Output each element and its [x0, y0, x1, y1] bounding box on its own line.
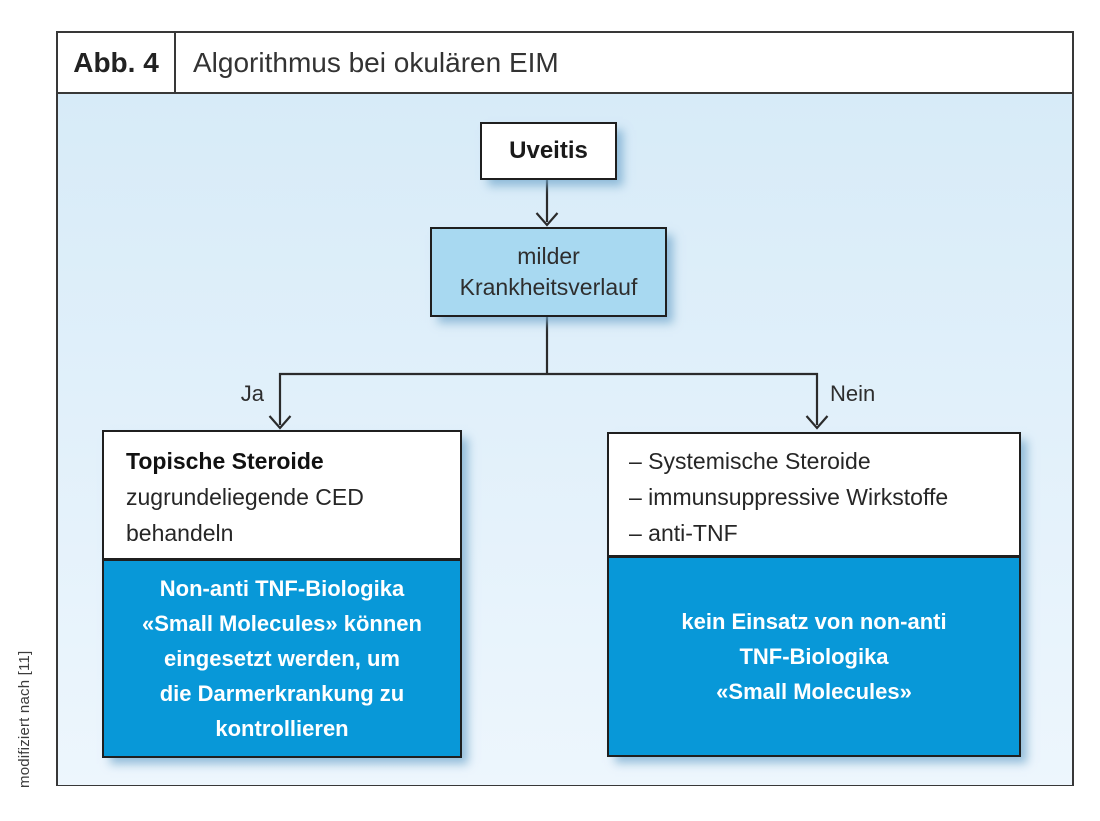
- figure-title-bar: Abb. 4 Algorithmus bei okulären EIM: [58, 33, 1072, 94]
- figure-frame: Abb. 4 Algorithmus bei okulären EIM Uvei…: [56, 31, 1074, 786]
- flowchart-connectors: [268, 180, 829, 430]
- arrowhead-down-icon: [535, 212, 559, 227]
- left-treatment-text: Topische Steroide zugrundeliegende CED b…: [104, 432, 460, 558]
- figure-credit: modifiziert nach [11]: [16, 650, 33, 788]
- highlight-line: kein Einsatz von non-anti: [681, 609, 947, 634]
- figure-label: Abb. 4: [58, 33, 176, 92]
- right-treatment-list: – Systemische Steroide – immunsuppressiv…: [609, 434, 1019, 555]
- node-left-treatment: Topische Steroide zugrundeliegende CED b…: [102, 430, 462, 758]
- node-mild-course: milder Krankheitsverlauf: [430, 227, 667, 317]
- left-treatment-line: behandeln: [126, 520, 234, 546]
- node-right-treatment: – Systemische Steroide – immunsuppressiv…: [607, 432, 1021, 757]
- highlight-line: Non-anti TNF-Biologika: [159, 576, 405, 601]
- right-treatment-highlight: kein Einsatz von non-anti TNF-Biologika …: [609, 555, 1019, 755]
- arrowhead-down-icon: [805, 415, 829, 430]
- highlight-line: «Small Molecules» können: [142, 611, 422, 636]
- branch-label-ja: Ja: [240, 381, 264, 406]
- branch-label-nein: Nein: [830, 381, 876, 406]
- highlight-line: eingesetzt werden, um: [164, 646, 400, 671]
- right-treatment-item: – immunsuppressive Wirkstoffe: [629, 484, 949, 510]
- highlight-line: TNF-Biologika: [739, 644, 889, 669]
- arrowhead-down-icon: [268, 415, 292, 430]
- highlight-line: kontrollieren: [215, 716, 349, 741]
- condition-line: milder: [517, 243, 580, 269]
- condition-line: Krankheitsverlauf: [459, 274, 638, 300]
- left-treatment-heading: Topische Steroide: [126, 448, 324, 474]
- figure-title: Algorithmus bei okulären EIM: [193, 46, 559, 78]
- flowchart-canvas: Uveitis milder Krankheitsverlauf Ja Nein…: [58, 94, 1072, 785]
- right-treatment-item: – anti-TNF: [629, 520, 738, 546]
- highlight-line: «Small Molecules»: [716, 679, 912, 704]
- node-uveitis: Uveitis: [480, 122, 617, 180]
- highlight-line: die Darmerkrankung zu: [159, 681, 405, 706]
- right-treatment-item: – Systemische Steroide: [629, 448, 871, 474]
- left-treatment-highlight: Non-anti TNF-Biologika «Small Molecules»…: [104, 558, 460, 756]
- left-treatment-line: zugrundeliegende CED: [126, 484, 364, 510]
